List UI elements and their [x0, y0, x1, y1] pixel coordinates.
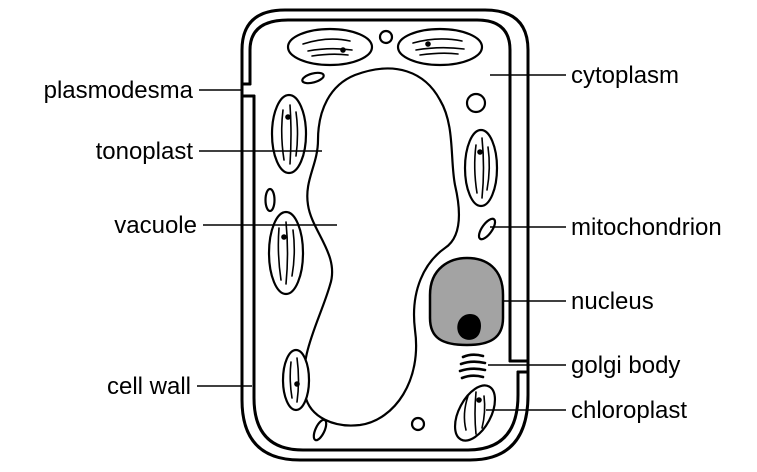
vacuole	[304, 68, 459, 425]
vesicle-bottom	[412, 418, 424, 430]
label-cytoplasm: cytoplasm	[571, 62, 679, 89]
chloroplast-left-upper	[272, 95, 306, 173]
chloroplast-top-right	[398, 29, 482, 65]
chloroplast-right-upper	[465, 130, 497, 206]
golgi-body	[460, 355, 485, 378]
label-tonoplast: tonoplast	[96, 138, 194, 165]
vesicle-right	[467, 94, 485, 112]
mitochondrion-top	[301, 71, 325, 85]
mitochondrion-right	[476, 216, 498, 241]
label-golgi-body: golgi body	[571, 352, 680, 379]
vesicle-top	[380, 31, 392, 43]
label-mitochondrion: mitochondrion	[571, 214, 722, 241]
label-cell-wall: cell wall	[107, 373, 191, 400]
label-chloroplast: chloroplast	[571, 397, 687, 424]
mitochondrion-bottom	[311, 418, 328, 442]
nucleus	[430, 258, 503, 345]
chloroplast-bottom-right	[447, 379, 503, 447]
label-nucleus: nucleus	[571, 288, 654, 315]
chloroplast-top-left	[288, 29, 372, 65]
label-vacuole: vacuole	[114, 212, 197, 239]
mitochondrion-left	[266, 189, 275, 211]
label-plasmodesma: plasmodesma	[44, 77, 194, 104]
chloroplast-left-lower	[283, 350, 309, 410]
